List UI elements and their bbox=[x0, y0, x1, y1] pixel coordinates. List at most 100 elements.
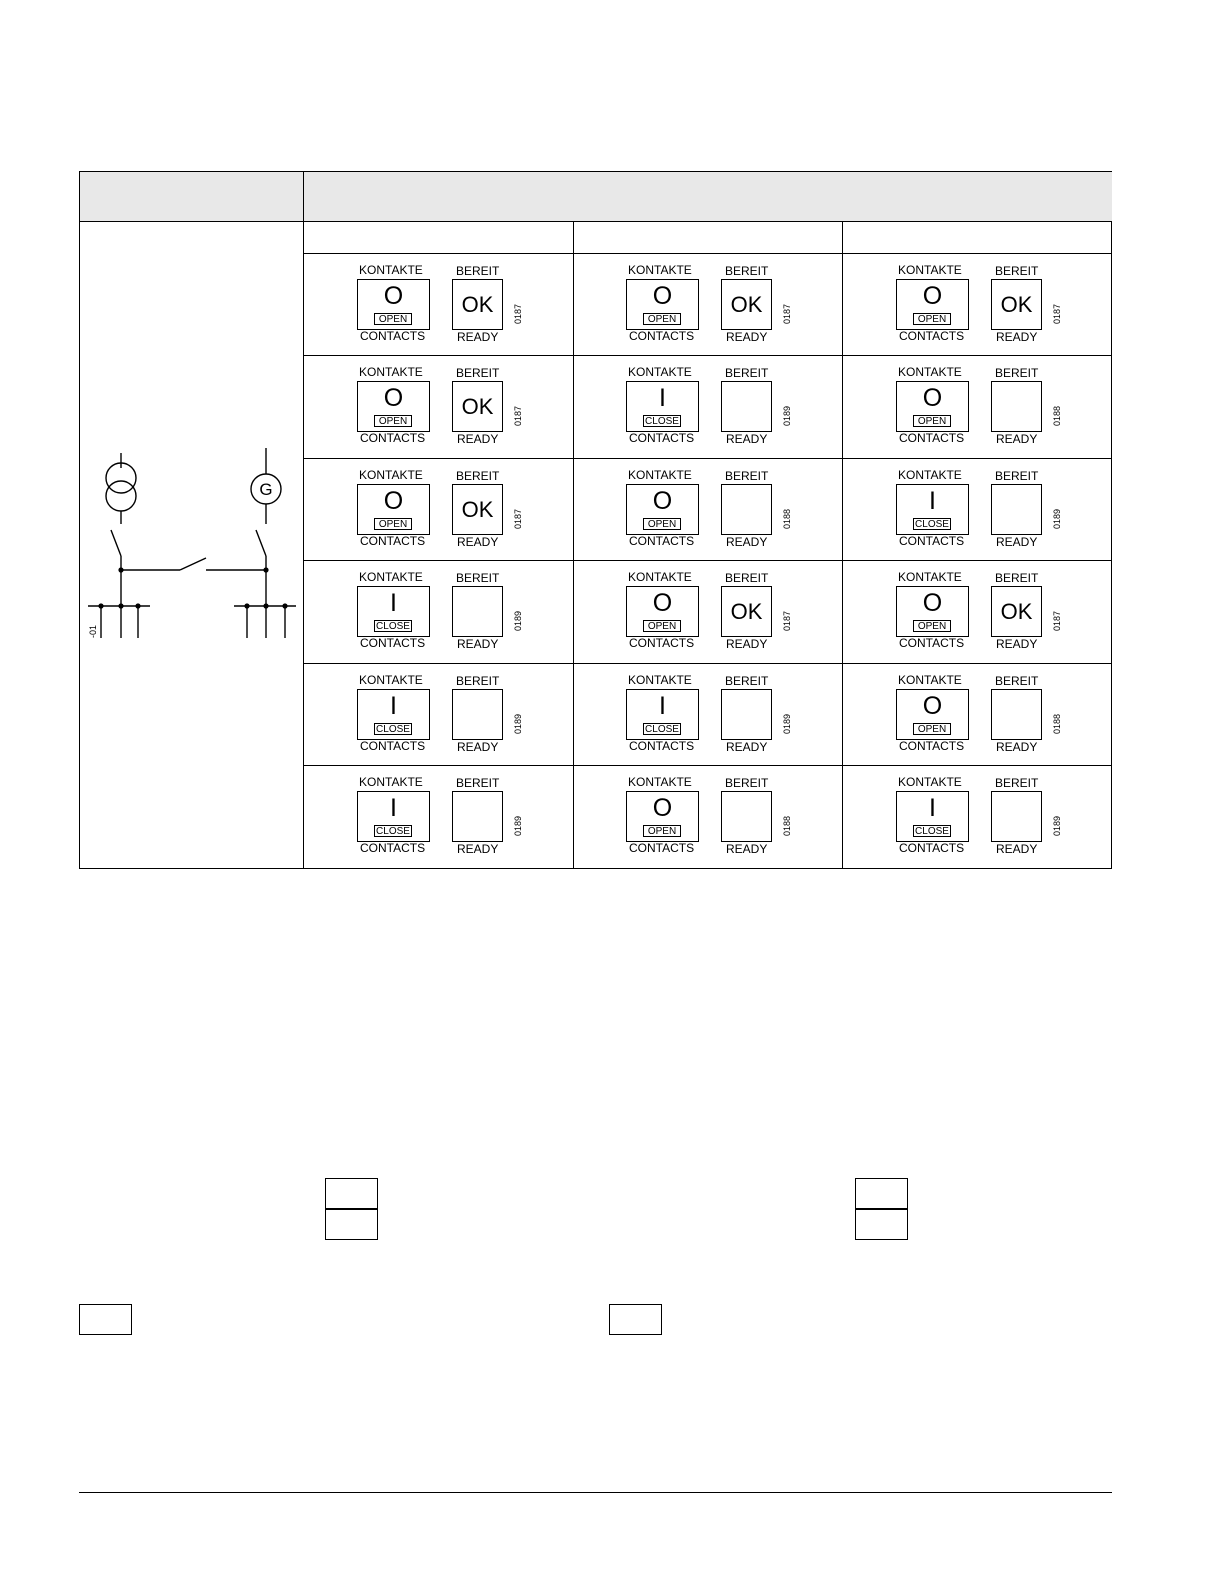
kontakte-label: KONTAKTE bbox=[898, 467, 962, 482]
contact-state-label: OPEN bbox=[643, 825, 681, 837]
ready-indicator bbox=[721, 381, 772, 433]
contact-state-label: OPEN bbox=[374, 313, 412, 325]
ready-ok-text: OK bbox=[461, 496, 494, 522]
figure-code: 0188 bbox=[1052, 713, 1062, 734]
ready-indicator bbox=[452, 688, 503, 740]
ready-label: READY bbox=[457, 534, 499, 549]
bereit-label: BEREIT bbox=[456, 776, 500, 790]
contact-symbol: I bbox=[390, 794, 397, 822]
contact-symbol: I bbox=[659, 691, 666, 720]
single-line-diagram-cell: G 0144-01 bbox=[80, 222, 304, 868]
figure-code: 0188 bbox=[1052, 406, 1062, 427]
contact-symbol: O bbox=[652, 282, 673, 310]
contact-state-label: OPEN bbox=[643, 517, 681, 530]
kontakte-label: KONTAKTE bbox=[898, 263, 962, 277]
contacts-indicator: I CLOSE bbox=[626, 688, 699, 740]
ready-label: READY bbox=[726, 842, 768, 856]
kontakte-label: KONTAKTE bbox=[628, 775, 692, 789]
contacts-label: CONTACTS bbox=[360, 841, 426, 855]
kontakte-label: KONTAKTE bbox=[628, 672, 692, 687]
header-cell-left bbox=[80, 172, 304, 222]
kontakte-label: KONTAKTE bbox=[359, 570, 423, 585]
figure-code: 0187 bbox=[1052, 611, 1062, 632]
contact-state-label: CLOSE bbox=[374, 620, 412, 633]
ready-indicator bbox=[721, 688, 772, 740]
figure-code: 0189 bbox=[1052, 508, 1062, 529]
figure-code: 0189 bbox=[513, 611, 523, 632]
contacts-label: CONTACTS bbox=[360, 636, 426, 651]
figure-code: 0189 bbox=[782, 713, 792, 734]
contacts-label: CONTACTS bbox=[899, 533, 965, 548]
kontakte-label: KONTAKTE bbox=[898, 365, 962, 380]
kontakte-label: KONTAKTE bbox=[359, 467, 423, 482]
bereit-label: BEREIT bbox=[725, 673, 769, 688]
contacts-label: CONTACTS bbox=[629, 431, 695, 446]
contact-state-label: CLOSE bbox=[374, 825, 412, 837]
column-divider bbox=[573, 222, 574, 868]
ready-ok-text: OK bbox=[461, 292, 494, 317]
contact-state-label: OPEN bbox=[643, 313, 681, 325]
bereit-label: BEREIT bbox=[725, 264, 769, 278]
ready-ok-text: OK bbox=[1000, 599, 1033, 625]
ready-indicator bbox=[991, 688, 1042, 740]
contact-symbol: I bbox=[929, 486, 936, 515]
small-box bbox=[325, 1178, 378, 1209]
ready-label: READY bbox=[996, 637, 1038, 652]
bereit-label: BEREIT bbox=[456, 571, 500, 586]
contact-symbol: O bbox=[922, 384, 943, 413]
contact-state-label: OPEN bbox=[374, 415, 412, 428]
ready-label: READY bbox=[996, 842, 1038, 856]
contact-state-label: CLOSE bbox=[374, 722, 412, 735]
contacts-indicator: I CLOSE bbox=[357, 791, 430, 842]
bereit-label: BEREIT bbox=[456, 468, 500, 483]
figure-code: 0144-01 bbox=[88, 625, 98, 638]
ready-label: READY bbox=[457, 432, 499, 447]
contact-state-label: CLOSE bbox=[643, 722, 681, 735]
ready-indicator bbox=[991, 483, 1042, 535]
kontakte-label: KONTAKTE bbox=[359, 365, 423, 380]
contacts-label: CONTACTS bbox=[360, 533, 426, 548]
ready-ok-text: OK bbox=[730, 599, 763, 625]
bereit-label: BEREIT bbox=[725, 571, 769, 586]
contact-symbol: I bbox=[929, 794, 936, 822]
figure-code: 0189 bbox=[782, 406, 792, 427]
bereit-label: BEREIT bbox=[995, 264, 1039, 278]
contacts-label: CONTACTS bbox=[899, 636, 965, 651]
kontakte-label: KONTAKTE bbox=[359, 263, 423, 277]
contacts-label: CONTACTS bbox=[629, 329, 695, 343]
ready-ok-text: OK bbox=[461, 394, 494, 420]
bereit-label: BEREIT bbox=[995, 468, 1039, 483]
contact-symbol: I bbox=[659, 384, 666, 413]
contact-state-label: OPEN bbox=[913, 620, 951, 633]
header-cell-right bbox=[304, 172, 1112, 222]
ready-label: READY bbox=[996, 739, 1038, 754]
figure-code: 0187 bbox=[513, 508, 523, 529]
contact-state-label: OPEN bbox=[913, 415, 951, 428]
ready-label: READY bbox=[457, 330, 499, 344]
contacts-indicator: O OPEN bbox=[896, 381, 969, 433]
small-box bbox=[325, 1209, 378, 1240]
generator-label: G bbox=[259, 480, 272, 499]
kontakte-label: KONTAKTE bbox=[628, 263, 692, 277]
ready-indicator: OK bbox=[452, 483, 503, 535]
ready-indicator: OK bbox=[721, 279, 772, 330]
single-line-diagram: G 0144-01 bbox=[88, 448, 296, 638]
contact-symbol: O bbox=[652, 794, 673, 822]
figure-code: 0187 bbox=[513, 303, 523, 325]
ready-indicator bbox=[452, 586, 503, 638]
ready-ok-text: OK bbox=[730, 292, 763, 317]
bereit-label: BEREIT bbox=[995, 776, 1039, 790]
